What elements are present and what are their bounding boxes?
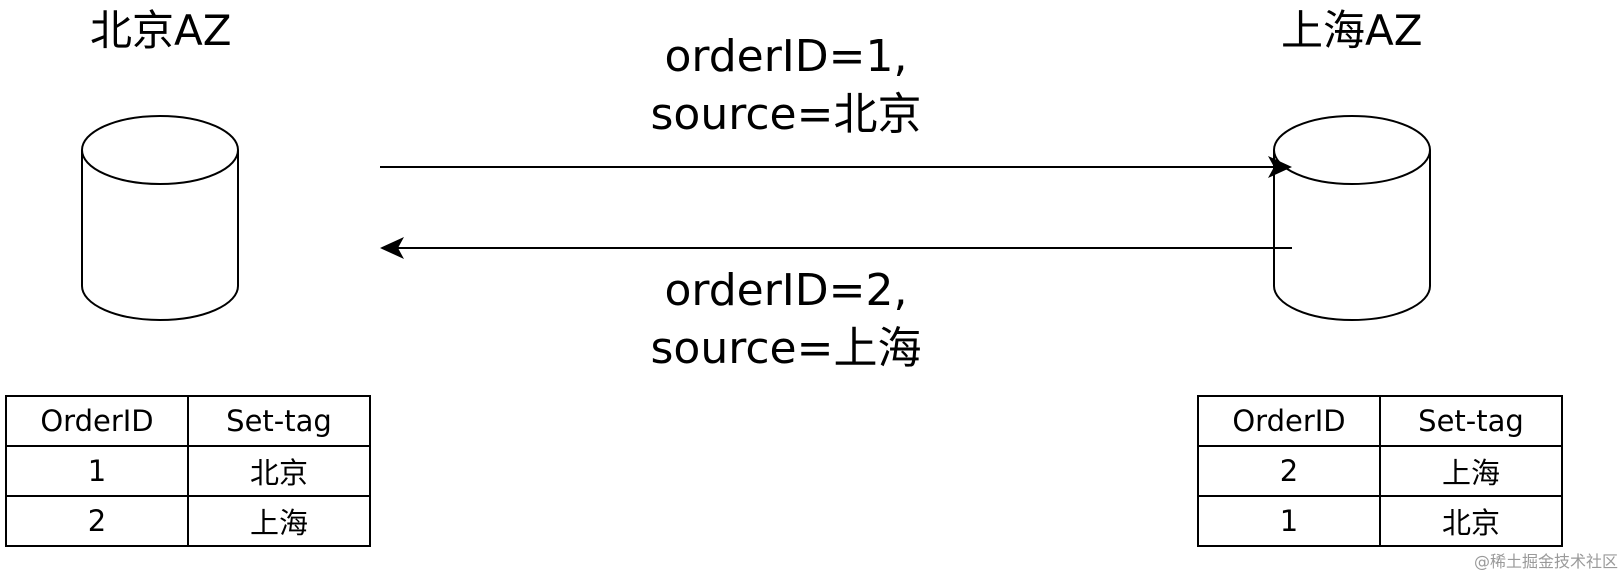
- header-order-id: OrderID: [5, 395, 189, 447]
- cell-order-id: 2: [5, 495, 189, 547]
- message-order-id: orderID=2,: [664, 265, 908, 316]
- table-header-row: OrderID Set-tag: [1197, 395, 1563, 447]
- cell-order-id: 1: [5, 445, 189, 497]
- beijing-az-title: 北京AZ: [90, 6, 232, 55]
- header-set-tag: Set-tag: [1379, 395, 1563, 447]
- table-row: 1 北京: [1197, 495, 1563, 547]
- beijing-database-icon: [81, 115, 239, 321]
- arrow-beijing-to-shanghai: [380, 156, 1292, 178]
- table-row: 2 上海: [1197, 445, 1563, 497]
- cell-set-tag: 北京: [187, 445, 371, 497]
- cell-set-tag: 北京: [1379, 495, 1563, 547]
- cell-set-tag: 上海: [187, 495, 371, 547]
- table-row: 1 北京: [5, 445, 371, 497]
- message-source: source=北京: [650, 89, 922, 140]
- header-order-id: OrderID: [1197, 395, 1381, 447]
- table-header-row: OrderID Set-tag: [5, 395, 371, 447]
- table-row: 2 上海: [5, 495, 371, 547]
- cell-order-id: 1: [1197, 495, 1381, 547]
- cell-order-id: 2: [1197, 445, 1381, 497]
- message-beijing-to-shanghai: orderID=1, source=北京: [586, 28, 986, 144]
- beijing-order-table: OrderID Set-tag 1 北京 2 上海: [5, 395, 371, 547]
- cell-set-tag: 上海: [1379, 445, 1563, 497]
- message-source: source=上海: [650, 323, 922, 374]
- shanghai-az-title: 上海AZ: [1281, 6, 1423, 55]
- watermark: @稀土掘金技术社区: [1473, 552, 1618, 571]
- message-order-id: orderID=1,: [664, 31, 908, 82]
- shanghai-order-table: OrderID Set-tag 2 上海 1 北京: [1197, 395, 1563, 547]
- message-shanghai-to-beijing: orderID=2, source=上海: [586, 262, 986, 378]
- header-set-tag: Set-tag: [187, 395, 371, 447]
- shanghai-database-icon: [1273, 115, 1431, 321]
- arrow-shanghai-to-beijing: [380, 237, 1292, 259]
